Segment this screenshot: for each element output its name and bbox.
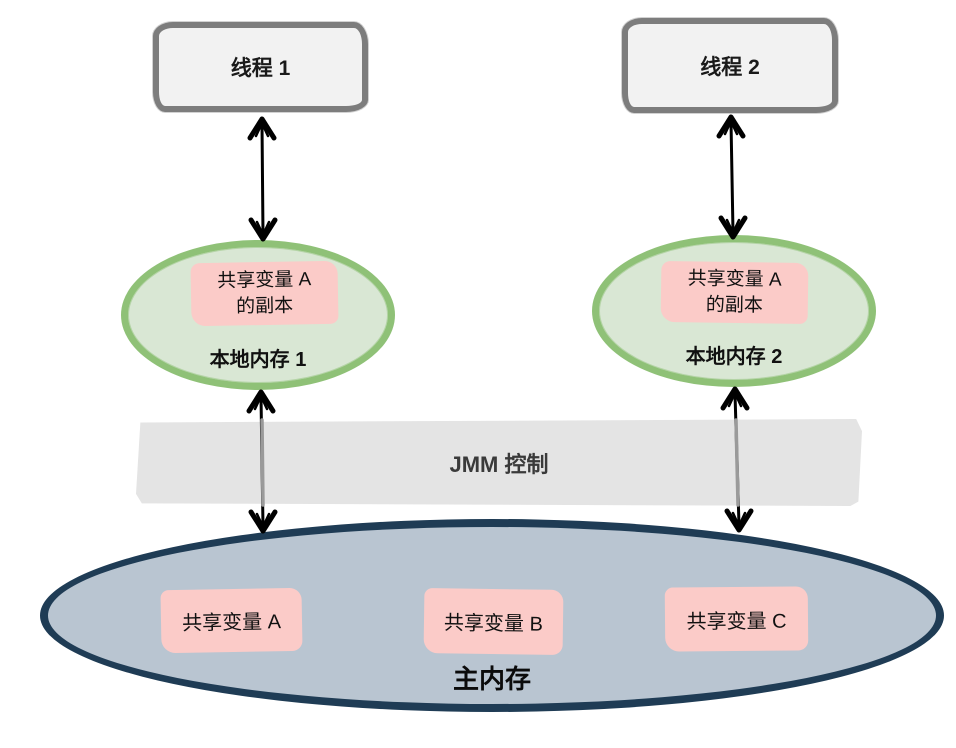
shared-var-c-label: 共享变量 C [686,610,787,633]
copy-2-line1: 共享变量 A [687,267,782,291]
double-arrow-thread1-local1-icon [247,116,278,242]
shared-var-a-copy-2-box: 共享变量 A 的副本 [660,260,809,325]
thread-2-label: 线程 2 [700,55,760,79]
double-arrow-thread2-local2-icon [716,114,748,240]
main-memory-label: 主内存 [452,664,531,694]
local-memory-1-label: 本地内存 1 [209,349,307,371]
copy-1-line1: 共享变量 A [217,268,312,292]
local-memory-2-label: 本地内存 2 [685,346,783,368]
shared-var-a-copy-1-box: 共享变量 A 的副本 [190,260,339,327]
local-memory-1-ellipse: 共享变量 A 的副本 本地内存 1 [121,240,395,390]
shared-var-c-box: 共享变量 C [664,586,809,652]
local-memory-2-ellipse: 共享变量 A 的副本 本地内存 2 [592,235,876,387]
thread-2-box: 线程 2 [622,18,838,113]
copy-1-line2: 的副本 [236,295,294,317]
shared-var-b-box: 共享变量 B [423,588,564,655]
thread-1-box: 线程 1 [153,22,368,112]
shared-var-b-label: 共享变量 B [443,612,544,636]
jmm-control-band: JMM 控制 [136,419,862,506]
main-memory-ellipse: 共享变量 A 共享变量 B 共享变量 C 主内存 [40,519,944,712]
jmm-control-label: JMM 控制 [449,451,549,477]
shared-var-a-box: 共享变量 A [160,587,303,654]
thread-1-label: 线程 1 [230,57,291,80]
copy-2-line2: 的副本 [705,294,763,316]
shared-var-a-label: 共享变量 A [181,611,282,635]
